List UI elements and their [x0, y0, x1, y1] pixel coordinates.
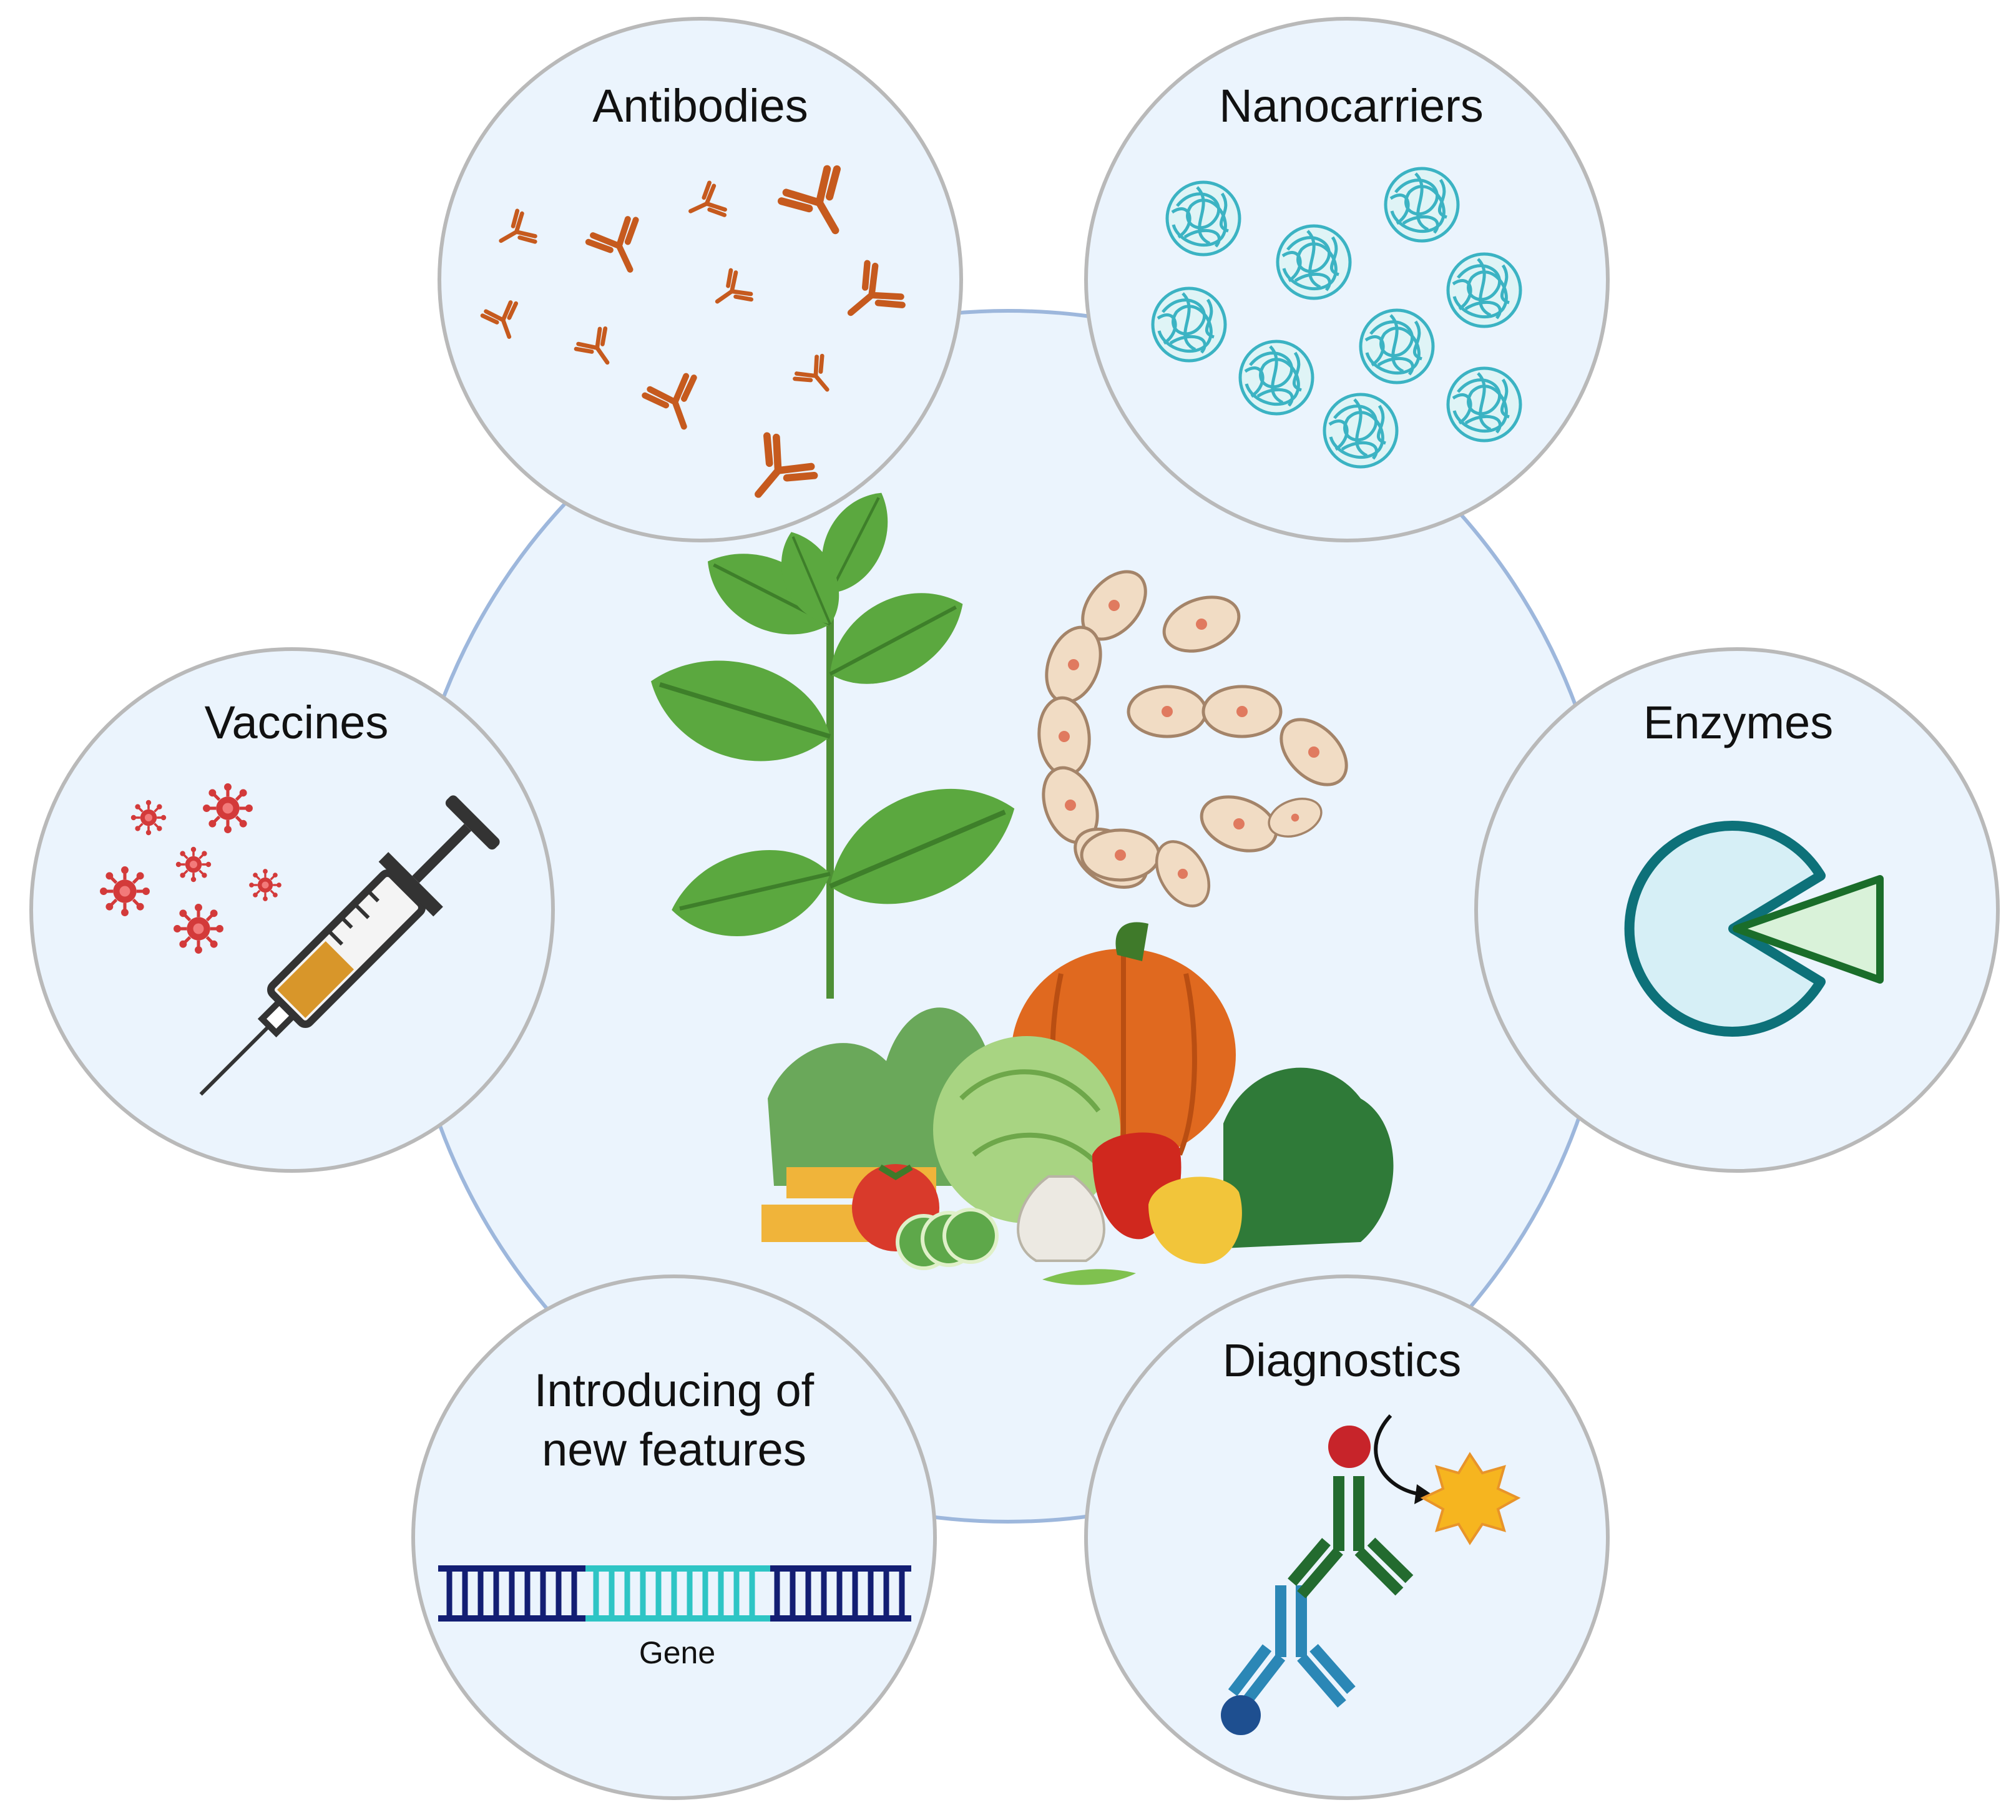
- syringe-icon: [199, 795, 500, 1096]
- antibodies-label: Antibodies: [592, 80, 808, 132]
- antibodies-panel: Antibodies: [438, 17, 963, 542]
- gene-label: Gene: [639, 1635, 715, 1670]
- diagnostics-label: Diagnostics: [1223, 1334, 1462, 1386]
- enzymes-panel: Enzymes: [1474, 647, 2000, 1173]
- dna-icon: [438, 1565, 911, 1622]
- diagnostics-panel: Diagnostics: [1084, 1274, 1610, 1800]
- nanocarriers-label: Nanocarriers: [1219, 80, 1484, 132]
- nanocarriers-panel: Nanocarriers: [1084, 17, 1610, 542]
- introducing-label-line1: Introducing of: [534, 1364, 815, 1416]
- sandwich-assay-icon: [1221, 1414, 1521, 1735]
- plant-icon: [635, 479, 1032, 999]
- introducing-panel: Introducing of new features: [411, 1274, 937, 1800]
- enzyme-substrate-icon: [1624, 821, 1884, 1037]
- vegetables-icon: [761, 922, 1394, 1285]
- vaccines-panel: Vaccines: [29, 647, 555, 1173]
- introducing-label-line2: new features: [542, 1424, 806, 1475]
- enzymes-label: Enzymes: [1643, 697, 1833, 748]
- vaccines-label: Vaccines: [205, 697, 389, 748]
